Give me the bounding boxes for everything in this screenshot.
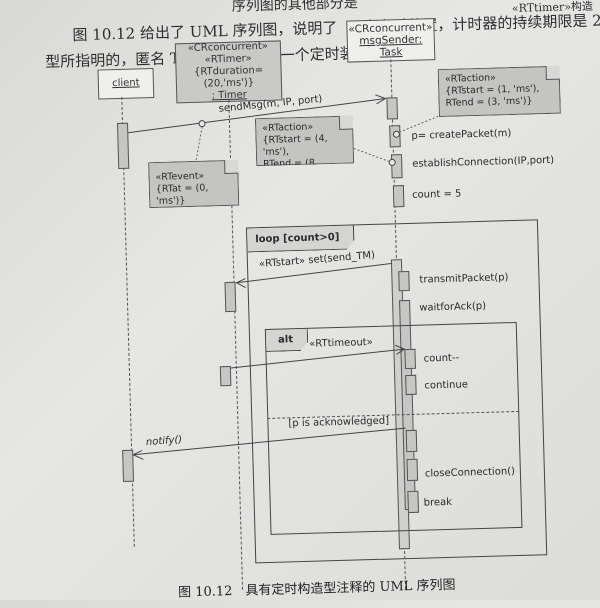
alt-fragment-tag: alt	[266, 329, 309, 352]
msg-count-init: count = 5	[411, 188, 462, 201]
loop-fragment-tag: loop [count>0]	[247, 225, 355, 252]
